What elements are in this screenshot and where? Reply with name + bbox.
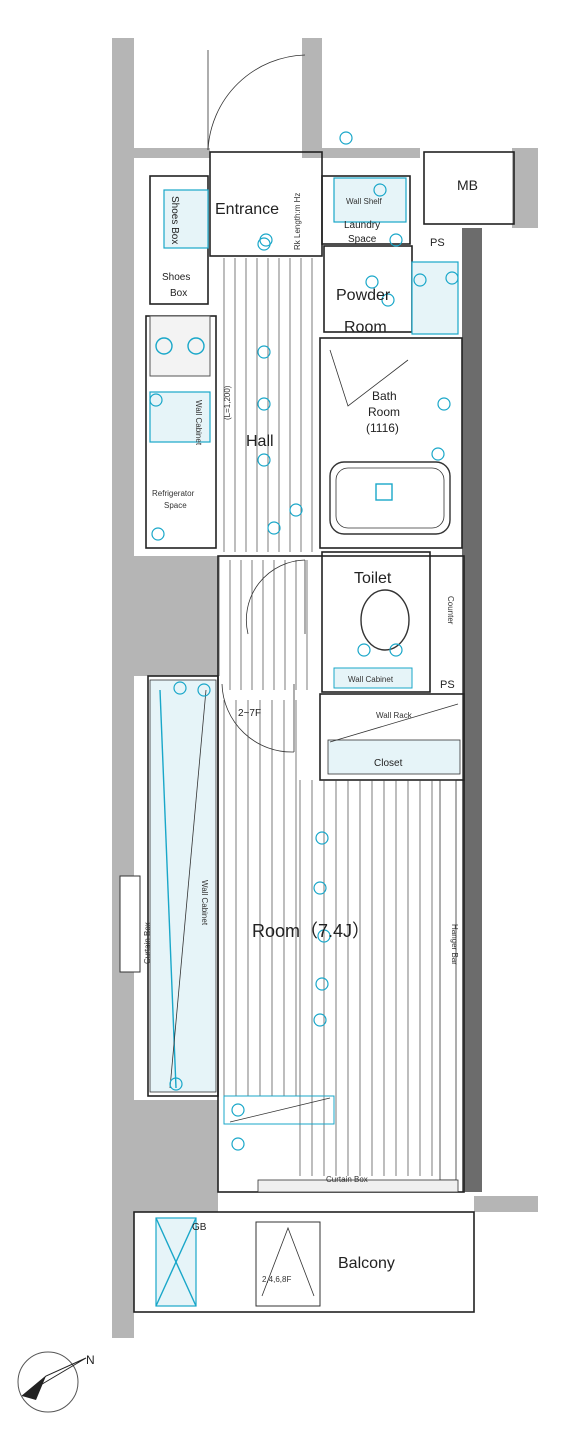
shoes-box-lower-label-1: Shoes bbox=[162, 272, 190, 283]
shoes-box-upper-label: Shoes Box bbox=[169, 196, 180, 244]
bath-room-size: (1116) bbox=[366, 421, 399, 435]
outlet-icon bbox=[445, 271, 459, 285]
floors-note-label: 2,4,6,8F bbox=[262, 1275, 291, 1284]
hall-label: Hall bbox=[246, 433, 274, 450]
outlet-icon bbox=[151, 527, 165, 541]
laundry-space-label-1: Laundry bbox=[344, 220, 380, 231]
outlet-symbols bbox=[149, 131, 459, 1151]
outlet-icon bbox=[437, 397, 451, 411]
floor-note-label: 2~7F bbox=[238, 708, 261, 719]
gb-label: GB bbox=[192, 1222, 207, 1233]
outlet-icon bbox=[169, 1077, 183, 1091]
room-labels: Entrance Hall Powder Room Bath Room (111… bbox=[215, 177, 478, 1272]
outlet-icon bbox=[339, 131, 353, 145]
powder-room-label-2: Room bbox=[344, 319, 387, 336]
outlet-icon bbox=[365, 275, 379, 289]
outlet-icon bbox=[381, 293, 395, 307]
outlet-icon bbox=[257, 345, 271, 359]
fixture-labels: Shoes Box Shoes Box Wall Shelf Laundry S… bbox=[143, 193, 459, 1284]
compass: N bbox=[17, 1351, 95, 1413]
outlet-icon bbox=[413, 273, 427, 287]
floorboards bbox=[223, 258, 433, 1176]
room-label: Room（7.4J） bbox=[252, 921, 370, 941]
wall-cabinet-room-label: Wall Cabinet bbox=[200, 880, 209, 926]
outlet-icon bbox=[257, 453, 271, 467]
outlet-icon bbox=[173, 681, 187, 695]
outlet-icon bbox=[313, 1013, 327, 1027]
compass-north-label: N bbox=[86, 1353, 95, 1367]
outlet-icon bbox=[389, 643, 403, 657]
bath-room-label-1: Bath bbox=[372, 389, 397, 403]
outlet-icon bbox=[259, 233, 273, 247]
balcony-label: Balcony bbox=[338, 1255, 395, 1272]
outlet-icon bbox=[431, 447, 445, 461]
outlet-icon bbox=[315, 831, 329, 845]
bath-room-label-2: Room bbox=[368, 405, 400, 419]
outlet-icon bbox=[373, 183, 387, 197]
shoes-box-lower-label-2: Box bbox=[170, 288, 187, 299]
outlet-icon bbox=[289, 503, 303, 517]
mb-label: MB bbox=[457, 177, 478, 193]
outlet-icon bbox=[315, 977, 329, 991]
outlet-icon bbox=[257, 397, 271, 411]
hall-ceiling-note: (L=1,200) bbox=[223, 385, 232, 420]
rack-note-label: Rk Length:m Hz bbox=[293, 193, 302, 250]
refrigerator-space-label-2: Space bbox=[164, 501, 187, 510]
curtain-box-bottom-label: Curtain Box bbox=[326, 1175, 368, 1184]
outlet-icon bbox=[231, 1103, 245, 1117]
outlet-icon bbox=[267, 521, 281, 535]
outlet-icon bbox=[231, 1137, 245, 1151]
interior-outlines bbox=[133, 151, 515, 1313]
outlet-icon bbox=[389, 233, 403, 247]
refrigerator-space-label-1: Refrigerator bbox=[152, 489, 195, 498]
service-fixtures bbox=[119, 177, 461, 1307]
wall-shelf-label: Wall Shelf bbox=[346, 197, 382, 206]
wall-rack-label: Wall Rack bbox=[376, 711, 413, 720]
powder-room-label-1: Powder bbox=[336, 287, 391, 304]
curtain-box-left-label: Curtain Box bbox=[143, 922, 152, 964]
wall-cabinet-kitchen-label: Wall Cabinet bbox=[194, 400, 203, 446]
outlet-icon bbox=[197, 683, 211, 697]
entrance-label: Entrance bbox=[215, 201, 279, 218]
wall-cabinet-toilet-label: Wall Cabinet bbox=[348, 675, 394, 684]
outlet-icon bbox=[313, 881, 327, 895]
doors bbox=[207, 50, 409, 753]
closet-label: Closet bbox=[374, 758, 403, 769]
outlet-icon bbox=[317, 929, 331, 943]
ps-upper-label: PS bbox=[430, 237, 445, 249]
ps-lower-label: PS bbox=[440, 679, 455, 691]
outlet-icon bbox=[149, 393, 163, 407]
laundry-space-label-2: Space bbox=[348, 234, 377, 245]
counter-label: Counter bbox=[446, 596, 455, 625]
toilet-label: Toilet bbox=[354, 570, 392, 587]
hanger-bar-label: Hanger Bar bbox=[450, 924, 459, 965]
outlet-icon bbox=[357, 643, 371, 657]
outer-walls bbox=[112, 38, 538, 1338]
